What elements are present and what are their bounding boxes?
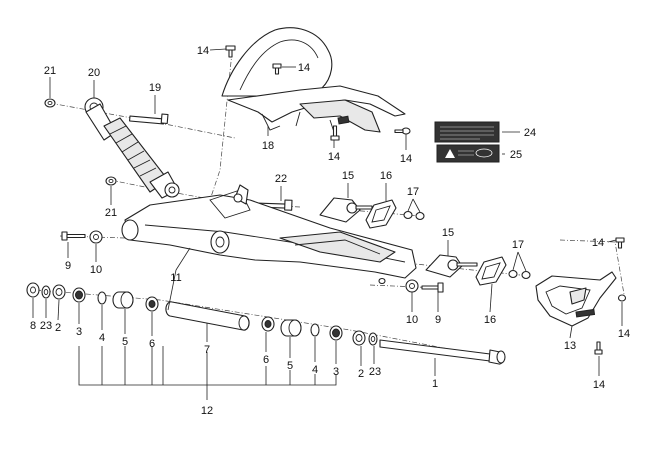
callout-14-guide-bottom: 14 [593,379,605,391]
leader-lines [32,48,623,400]
callout-8: 8 [30,320,36,332]
callout-14-guide-top: 14 [592,237,604,249]
callout-14-fender-under: 14 [328,151,340,163]
chain-adjuster-upper [319,197,373,223]
callout-14-fender-mid: 14 [298,62,310,74]
screw-14-fender-top [225,45,236,58]
callout-3-right: 3 [333,366,339,378]
inner-collar-7 [165,301,250,331]
callout-16-upper: 16 [380,170,392,182]
callout-10-left: 10 [90,264,102,276]
callout-11: 11 [170,272,181,284]
shock-upper-bolt [129,113,169,125]
callout-5-left: 5 [122,336,128,348]
callout-2-left: 2 [55,322,61,334]
spacer-10-right [405,279,419,293]
callout-6-left: 6 [149,338,155,350]
callout-5-right: 5 [287,360,293,372]
callout-23-left: 23 [40,320,52,332]
callout-1: 1 [432,378,438,390]
rear-shock-absorber [84,97,180,199]
nut-21-lower [105,176,117,186]
callout-24: 24 [524,127,536,139]
callout-19: 19 [149,82,161,94]
swingarm [121,184,417,279]
screw-14-guide-top [615,237,625,249]
decal-label-24 [434,121,500,143]
callout-21-lower: 21 [105,207,117,219]
callout-17-upper: 17 [407,186,419,198]
callout-17-lower: 17 [512,239,524,251]
callout-23-right: 23 [369,366,381,378]
nuts-17-upper [403,210,425,221]
callout-2-right: 2 [358,368,364,380]
right-bearing-stack [261,316,378,346]
callout-14-guide-right: 14 [618,328,630,340]
decal-label-25 [436,144,500,163]
callout-10-right: 10 [406,314,418,326]
bolt-9-right [421,282,444,293]
screw-14-fender-rear [394,127,411,135]
nut-2-right [352,330,366,346]
callout-4-left: 4 [99,332,105,344]
callout-15-lower: 15 [442,227,454,239]
left-bearing-stack [26,282,159,312]
nuts-17-lower [508,269,531,280]
spacer-10-left [89,230,103,244]
callout-21-upper: 21 [44,65,56,77]
pivot-shaft-1 [379,339,506,365]
circlip-4-left [97,291,107,305]
callout-13: 13 [564,340,576,352]
callout-25: 25 [510,149,522,161]
screw-14-fender-under [330,125,340,141]
callout-4-right: 4 [312,364,318,376]
bolt-9-left [61,231,86,241]
circlip-4-right [310,323,320,337]
nut-21-upper [44,98,56,108]
callout-12: 12 [201,405,213,417]
callout-numbers: 21 20 19 14 14 18 14 14 24 25 21 22 15 1… [30,45,630,417]
rear-hugger-fender [221,27,406,133]
cap-8 [26,282,40,298]
chain-guide-13 [535,271,617,327]
callout-15-upper: 15 [342,170,354,182]
screw-14-fender-mid [272,63,282,75]
callout-20: 20 [88,67,100,79]
callout-14-fender-rear: 14 [400,153,412,165]
screw-14-guide-bottom [594,341,603,355]
callout-9-left: 9 [65,260,71,272]
nut-2-left [52,284,66,300]
callout-7: 7 [204,344,210,356]
callout-3-left: 3 [76,326,82,338]
callout-22: 22 [275,173,287,185]
adjuster-plate-lower [475,256,507,286]
callout-16-lower: 16 [484,314,496,326]
callout-9-right: 9 [435,314,441,326]
washer-23-left [41,285,51,299]
callout-14-fender-top: 14 [197,45,209,57]
screw-14-guide-right [617,294,627,302]
adjuster-plate-upper [365,199,397,229]
callout-18: 18 [262,140,274,152]
callout-6-right: 6 [263,354,269,366]
washer-23-right [368,332,378,346]
small-pin [378,277,386,285]
chain-adjuster-lower [425,254,478,278]
